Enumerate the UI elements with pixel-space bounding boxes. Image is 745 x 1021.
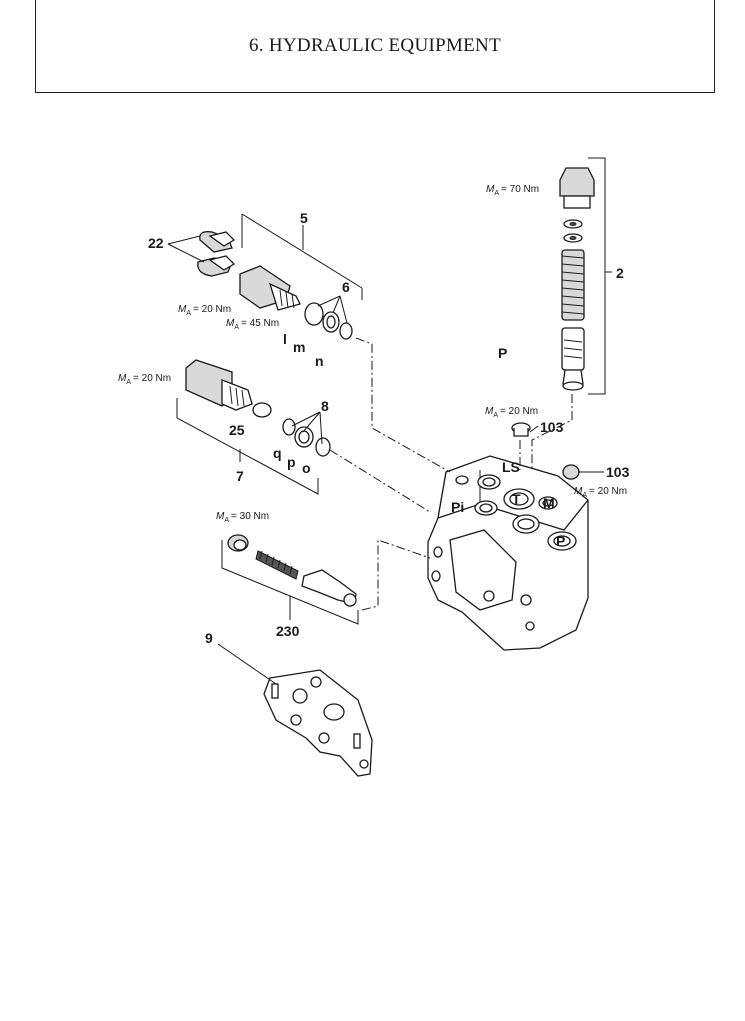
label-103-right: 103 xyxy=(606,464,630,480)
torque-70nm: MA= 70 Nm xyxy=(486,184,539,197)
label-T: T xyxy=(512,491,521,507)
torque-20nm-plug-top: MA= 20 Nm xyxy=(485,406,538,419)
label-8: 8 xyxy=(321,398,329,414)
torque-20nm-upper: MA= 20 Nm xyxy=(178,304,231,317)
label-M: M xyxy=(543,495,555,511)
part-7-cartridge-assembly xyxy=(176,359,331,495)
label-22: 22 xyxy=(148,235,164,251)
part-103-plugs xyxy=(511,422,604,480)
label-q: q xyxy=(273,445,282,461)
label-9: 9 xyxy=(205,630,213,646)
torque-45nm: MA= 45 Nm xyxy=(226,318,279,331)
torque-20nm-left: MA= 20 Nm xyxy=(118,373,171,386)
label-P-top: P xyxy=(498,345,507,361)
label-p: p xyxy=(287,454,296,470)
part-9-gasket xyxy=(217,643,373,777)
torque-30nm: MA= 30 Nm xyxy=(216,511,269,524)
part-230-spool-assembly xyxy=(221,534,359,625)
page-title: 6. HYDRAULIC EQUIPMENT xyxy=(248,35,501,56)
label-25: 25 xyxy=(229,422,245,438)
part-5-cartridge-assembly xyxy=(167,213,363,340)
label-2: 2 xyxy=(616,265,624,281)
label-230: 230 xyxy=(276,623,300,639)
part-2-valve-stack xyxy=(559,157,612,395)
label-5: 5 xyxy=(300,210,308,226)
label-n: n xyxy=(315,353,324,369)
assembly-lines xyxy=(329,337,573,611)
label-7: 7 xyxy=(236,468,244,484)
label-6: 6 xyxy=(342,279,350,295)
header-box: 6. HYDRAULIC EQUIPMENT xyxy=(35,0,715,93)
valve-body xyxy=(427,455,589,651)
label-LS: LS xyxy=(502,459,520,475)
label-m: m xyxy=(293,339,305,355)
label-P-port: P xyxy=(556,533,565,549)
label-l: l xyxy=(283,331,287,347)
label-o: o xyxy=(302,460,311,476)
label-Pi: Pi xyxy=(451,499,464,515)
torque-20nm-plug-right: MA= 20 Nm xyxy=(574,486,627,499)
part-labels: 5 22 6 l m n 2 P 25 8 q p o 7 103 103 LS… xyxy=(148,210,630,646)
label-103-top: 103 xyxy=(540,419,564,435)
torque-annotations: MA= 70 Nm MA= 20 Nm MA= 45 Nm MA= 20 Nm … xyxy=(118,184,627,524)
